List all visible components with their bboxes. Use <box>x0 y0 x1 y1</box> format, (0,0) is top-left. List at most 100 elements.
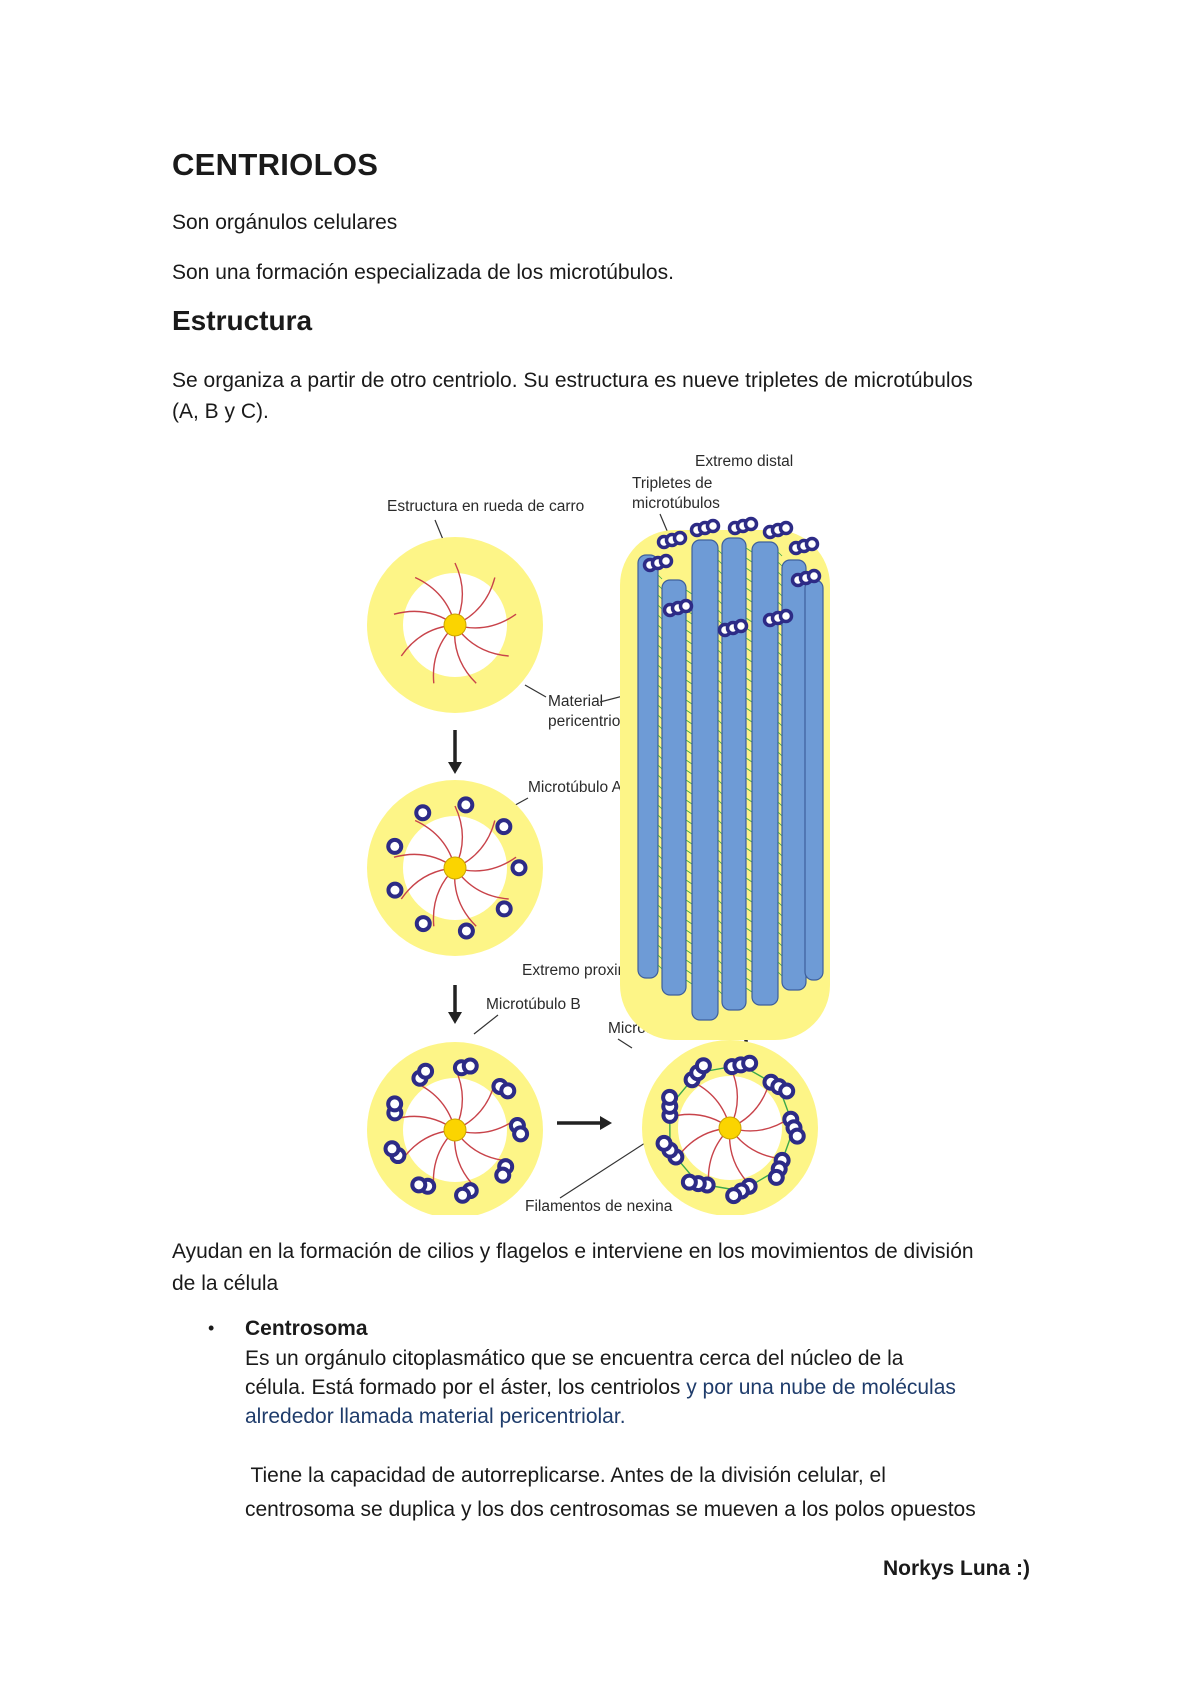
nexin-link <box>745 637 753 643</box>
nexin-link <box>777 791 783 797</box>
nexin-link <box>745 667 753 673</box>
nexin-link <box>657 844 663 850</box>
microtubule <box>788 1127 806 1145</box>
nexin-link <box>745 937 753 943</box>
nexin-link <box>685 929 693 935</box>
label-material-2: pericentriolar <box>548 713 638 730</box>
nexin-link <box>657 734 663 740</box>
centrosome-line-3: alrededor llamada material pericentriola… <box>245 1405 626 1428</box>
nexin-link <box>685 759 693 765</box>
nexin-link <box>777 951 783 957</box>
nexin-link <box>685 939 693 945</box>
cylinder-tube <box>691 539 719 1021</box>
microtubule-triplet <box>778 608 794 624</box>
cylinder-tube <box>661 579 687 996</box>
nexin-link <box>685 699 693 705</box>
leader-line <box>473 1014 499 1035</box>
bullet-marker: • <box>208 1318 215 1338</box>
nexin-link <box>745 857 753 863</box>
microtubule <box>461 1057 479 1075</box>
nexin-link <box>777 691 783 697</box>
author-signature: Norkys Luna :) <box>882 1557 1030 1580</box>
nexin-link <box>657 944 663 950</box>
label-extremo-distal: Extremo distal <box>695 453 793 470</box>
nexin-link <box>777 701 783 707</box>
nexin-link <box>685 859 693 865</box>
nexin-link <box>717 679 723 685</box>
cylinder-tube <box>637 554 659 979</box>
microtubule <box>417 1062 435 1080</box>
nexin-link <box>685 689 693 695</box>
centrosome-line-2: célula. Está formado por el áster, los c… <box>245 1372 956 1403</box>
nexin-link <box>717 659 723 665</box>
intro-line-2: Son una formación especializada de los m… <box>172 261 674 284</box>
nexin-link <box>745 827 753 833</box>
nexin-link <box>717 859 723 865</box>
nexin-link <box>777 641 783 647</box>
nexin-link <box>777 681 783 687</box>
nexin-link <box>657 854 663 860</box>
nexin-link <box>685 969 693 975</box>
microtubule <box>767 1168 785 1186</box>
nexin-link <box>685 709 693 715</box>
nexin-link <box>657 714 663 720</box>
hub <box>443 1118 467 1142</box>
label-extremo-proximal: Extremo proximal <box>522 962 643 979</box>
nexin-link <box>777 761 783 767</box>
nexin-link <box>657 574 663 580</box>
microtubule <box>694 1057 712 1075</box>
nexin-link <box>777 551 783 557</box>
nexin-link <box>657 684 663 690</box>
nexin-link <box>745 677 753 683</box>
function-text-line-1: Ayudan en la formación de cilios y flage… <box>172 1240 974 1263</box>
nexin-link <box>685 639 693 645</box>
microtubule <box>510 859 528 877</box>
nexin-link <box>745 577 753 583</box>
nexin-link <box>745 977 753 983</box>
nexin-link <box>777 911 783 917</box>
nexin-link <box>777 741 783 747</box>
nexin-link <box>717 759 723 765</box>
nexin-link <box>657 834 663 840</box>
nexin-link <box>657 664 663 670</box>
nexin-link <box>745 787 753 793</box>
nexin-link <box>717 729 723 735</box>
centrosome-para2-line-2: centrosoma se duplica y los dos centroso… <box>245 1498 976 1521</box>
nexin-link <box>745 587 753 593</box>
microtubule <box>495 900 513 918</box>
label-microtubulo-b: Microtúbulo B <box>486 996 581 1013</box>
microtubule-triplet <box>743 516 759 532</box>
label-microtubulo-a: Microtúbulo A <box>528 779 623 796</box>
nexin-link <box>685 619 693 625</box>
microtubule-triplet <box>678 598 694 614</box>
nexin-link <box>777 921 783 927</box>
nexin-link <box>717 559 723 565</box>
nexin-link <box>657 584 663 590</box>
nexin-link <box>717 719 723 725</box>
nexin-link <box>717 819 723 825</box>
nexin-link <box>745 927 753 933</box>
nexin-link <box>657 744 663 750</box>
nexin-link <box>717 609 723 615</box>
nexin-link <box>685 919 693 925</box>
nexin-link <box>777 801 783 807</box>
nexin-link <box>717 919 723 925</box>
nexin-link <box>685 809 693 815</box>
nexin-link <box>777 961 783 967</box>
arrow-head <box>448 762 462 774</box>
nexin-link <box>657 654 663 660</box>
nexin-link <box>745 697 753 703</box>
nexin-link <box>685 889 693 895</box>
nexin-link <box>717 689 723 695</box>
nexin-link <box>685 879 693 885</box>
nexin-link <box>685 949 693 955</box>
centriole-figure: Extremo distal Tripletes de microtúbulos… <box>367 453 830 1215</box>
nexin-link <box>745 917 753 923</box>
nexin-link <box>745 887 753 893</box>
nexin-link <box>717 639 723 645</box>
arrow-head <box>448 1012 462 1024</box>
label-tripletes-2: microtúbulos <box>632 495 720 512</box>
nexin-link <box>685 659 693 665</box>
nexin-link <box>657 634 663 640</box>
centriole-cylinder <box>620 516 830 1040</box>
